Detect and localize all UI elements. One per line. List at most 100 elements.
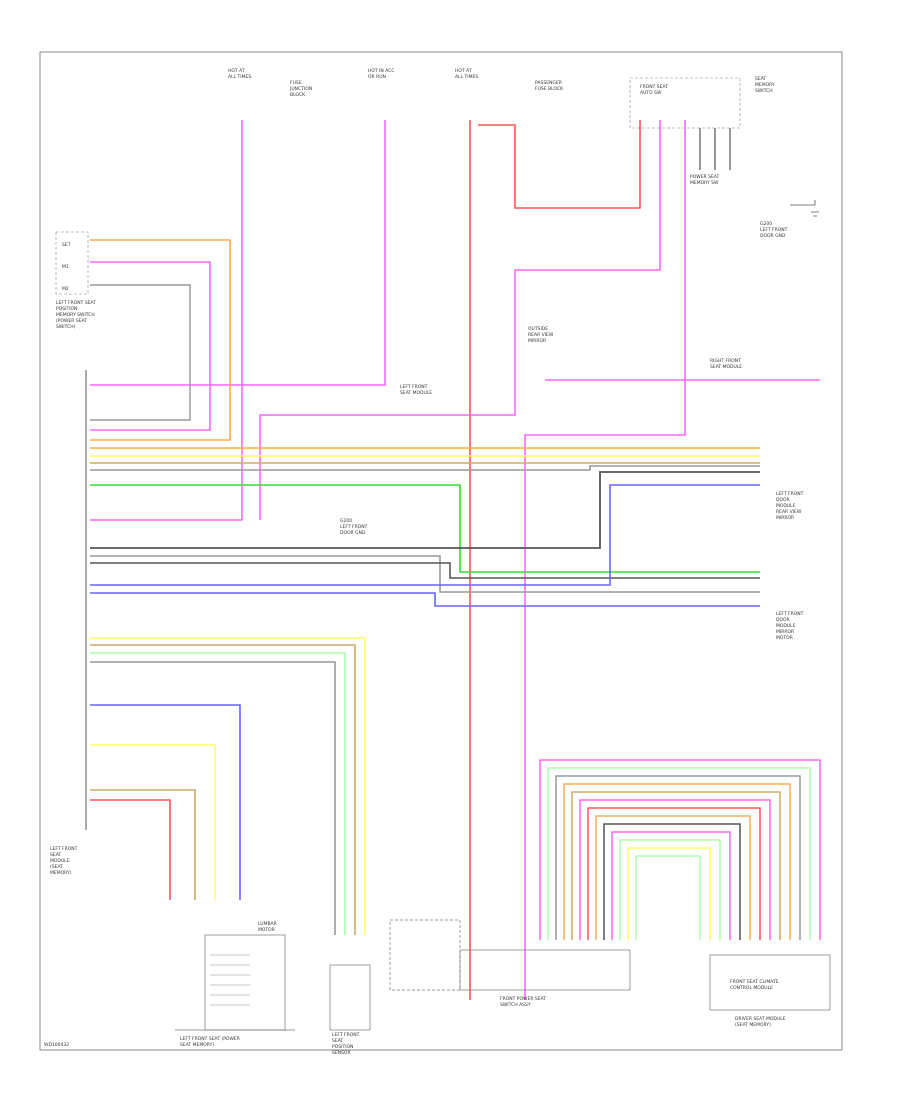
label-ground-tr: G200 LEFT FRONT DOOR GND bbox=[760, 221, 788, 239]
label-line: REAR VIEW bbox=[528, 332, 554, 338]
label-line: POSITION bbox=[332, 1044, 353, 1050]
label-line: (SEAT MEMORY) bbox=[735, 1022, 771, 1028]
label-right-seat-mod: RIGHT FRONT SEAT MODULE bbox=[710, 358, 742, 370]
label-line: ALL TIMES bbox=[228, 74, 251, 80]
page-id: WD100432 bbox=[44, 1042, 69, 1048]
label-line: LEFT FRONT bbox=[776, 611, 804, 617]
ground-symbol bbox=[790, 200, 819, 217]
label-line: LEFT FRONT bbox=[340, 524, 368, 530]
label-line: SET bbox=[62, 242, 71, 248]
label-line: DOOR bbox=[776, 617, 790, 623]
label-line: MEMORY SW bbox=[690, 180, 719, 186]
label-line: M1 bbox=[62, 264, 69, 270]
label-left-mod: LEFT FRONT SEAT MODULE (SEAT MEMORY) bbox=[50, 846, 78, 876]
label-line: POWER SEAT bbox=[690, 174, 720, 180]
label-line: MEMORY) bbox=[50, 870, 72, 876]
label-line: FUSE BLOCK bbox=[535, 86, 564, 92]
label-left-seat-mod: LEFT FRONT SEAT MODULE bbox=[400, 384, 432, 396]
label-topright: FRONT SEAT AUTO SW SEAT MEMORY SWITCH bbox=[640, 76, 775, 96]
label-line: BLOCK bbox=[290, 92, 306, 98]
label-line: SWITCH ASSY bbox=[500, 1002, 531, 1008]
label-line: OUTSIDE bbox=[528, 326, 548, 332]
label-line: AUTO SW bbox=[640, 90, 662, 96]
bottom-components bbox=[175, 919, 831, 1031]
label-line: CONTROL MODULE bbox=[730, 985, 773, 991]
label-bottom-center: FRONT POWER SEAT SWITCH ASSY bbox=[500, 996, 546, 1008]
label-line: LEFT FRONT bbox=[50, 846, 78, 852]
label-line: (SEAT bbox=[50, 864, 63, 870]
label-line: SWITCH bbox=[755, 88, 773, 94]
label-line: LEFT FRONT SEAT (POWER bbox=[180, 1036, 240, 1042]
wires-lower-left bbox=[90, 704, 241, 900]
tl-connector bbox=[55, 231, 231, 441]
label-line: LEFT FRONT SEAT bbox=[56, 300, 96, 306]
label-line: SEAT MEMORY) bbox=[180, 1042, 214, 1048]
label-line: HOT AT bbox=[228, 68, 245, 74]
label-line: JUNCTION bbox=[289, 86, 312, 92]
label-top2: HOT IN ACC OR RUN bbox=[368, 68, 395, 80]
wires-top bbox=[90, 120, 820, 1000]
label-line: LEFT FRONT bbox=[332, 1032, 360, 1038]
bottom-switch bbox=[210, 954, 250, 1006]
label-line: MOTOR bbox=[776, 635, 793, 641]
label-line: DOOR GND bbox=[760, 233, 786, 239]
label-bottom-left: LEFT FRONT SEAT (POWER SEAT MEMORY) bbox=[180, 1036, 240, 1048]
label-bottom-right: DRIVER SEAT MODULE (SEAT MEMORY) bbox=[735, 1016, 786, 1028]
label-top1: HOT AT ALL TIMES FUSE JUNCTION BLOCK bbox=[228, 68, 312, 98]
label-line: LEFT FRONT bbox=[760, 227, 788, 233]
label-line: SEAT MODULE bbox=[710, 364, 742, 370]
label-line: ALL TIMES bbox=[455, 74, 478, 80]
label-seat-left-block: LEFT FRONT SEAT POSITION MEMORY SWITCH (… bbox=[56, 300, 96, 330]
label-mem: POWER SEAT MEMORY SW bbox=[690, 174, 720, 186]
label-line: FUSE bbox=[290, 80, 302, 86]
label-line: HOT IN ACC bbox=[368, 68, 395, 74]
label-line: FRONT SEAT bbox=[640, 84, 668, 90]
label-line: SWITCH) bbox=[56, 324, 76, 330]
label-line: DOOR bbox=[776, 497, 790, 503]
label-line: RIGHT FRONT bbox=[710, 358, 741, 364]
label-line: MIRROR bbox=[528, 338, 546, 344]
label-line: SENSOR bbox=[332, 1050, 351, 1056]
label-line: MEMORY bbox=[755, 82, 775, 88]
label-line: SEAT MODULE bbox=[400, 390, 432, 396]
label-rt-conn2: LEFT FRONT DOOR MODULE MIRROR MOTOR bbox=[776, 611, 804, 641]
label-line: POSITION bbox=[56, 306, 77, 312]
label-top3: HOT AT ALL TIMES PASSENGER FUSE BLOCK bbox=[455, 68, 564, 92]
label-line: G200 bbox=[340, 518, 352, 524]
label-line: REAR VIEW bbox=[776, 509, 802, 515]
label-line: LEFT FRONT bbox=[776, 491, 804, 497]
label-line: SEAT bbox=[50, 852, 61, 858]
label-line: MIRROR bbox=[776, 629, 794, 635]
label-line: SEAT bbox=[332, 1038, 343, 1044]
label-line: G200 bbox=[760, 221, 772, 227]
label-lfront: G200 LEFT FRONT DOOR GND bbox=[340, 518, 368, 536]
label-line: MODULE bbox=[776, 503, 796, 509]
label-line: MIRROR bbox=[776, 515, 794, 521]
wires-bundle bbox=[90, 447, 760, 935]
label-line: MEMORY SWITCH bbox=[56, 312, 95, 318]
label-mid-conn: OUTSIDE REAR VIEW MIRROR bbox=[528, 326, 554, 344]
label-line: OR RUN bbox=[368, 74, 386, 80]
diagram-border bbox=[39, 51, 843, 1051]
label-line: PASSENGER bbox=[535, 80, 562, 86]
label-bottom-sw: LUMBAR MOTOR bbox=[258, 921, 277, 933]
seat-memory-switch bbox=[629, 77, 741, 170]
label-bottom-mid: LEFT FRONT SEAT POSITION SENSOR bbox=[332, 1032, 360, 1056]
label-line: LUMBAR bbox=[258, 921, 277, 927]
label-tl-conn: SET M1 M2 bbox=[62, 242, 71, 292]
label-line: MODULE bbox=[776, 623, 796, 629]
label-line: HOT AT bbox=[455, 68, 472, 74]
label-line: MODULE bbox=[50, 858, 70, 864]
label-line: DRIVER SEAT MODULE bbox=[735, 1016, 786, 1022]
label-line: DOOR GND bbox=[340, 530, 366, 536]
label-rt-conn1: LEFT FRONT DOOR MODULE REAR VIEW MIRROR bbox=[776, 491, 804, 521]
label-line: LEFT FRONT bbox=[400, 384, 428, 390]
label-bottom-right-box: FRONT SEAT CLIMATE CONTROL MODULE bbox=[730, 979, 779, 991]
label-line: FRONT POWER SEAT bbox=[500, 996, 546, 1002]
wires-bottom-right bbox=[539, 759, 821, 940]
label-line: MOTOR bbox=[258, 927, 275, 933]
label-line: FRONT SEAT CLIMATE bbox=[730, 979, 779, 985]
label-line: (POWER SEAT bbox=[56, 318, 87, 324]
label-line: SEAT bbox=[755, 76, 766, 82]
